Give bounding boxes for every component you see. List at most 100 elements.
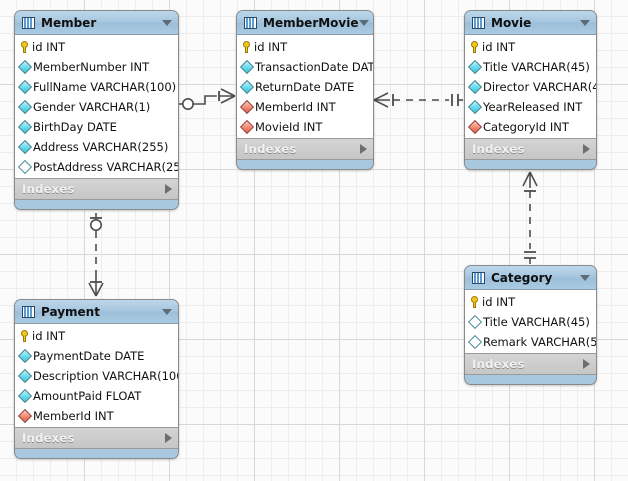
column-row[interactable]: Gender VARCHAR(1) (15, 97, 178, 117)
indexes-label: Indexes (472, 357, 525, 371)
column-row[interactable]: MovieId INT (237, 117, 373, 137)
table-header-category[interactable]: Category (465, 266, 596, 290)
column-label: MemberId INT (255, 100, 336, 114)
entity-table-category[interactable]: Category id INT Title VARCHAR(45) Remark… (464, 265, 597, 385)
column-row[interactable]: id INT (237, 37, 373, 57)
column-label: Address VARCHAR(255) (33, 140, 169, 154)
column-label: PostAddress VARCHAR(255) (33, 160, 179, 174)
hollow-diamond-icon (467, 334, 483, 350)
column-list-member: id INT MemberNumber INT FullName VARCHAR… (15, 35, 178, 179)
column-row[interactable]: Title VARCHAR(45) (465, 57, 596, 77)
indexes-section-category[interactable]: Indexes (465, 354, 596, 375)
column-label: id INT (32, 329, 66, 343)
red-diamond-icon (467, 119, 483, 135)
chevron-right-icon[interactable] (583, 359, 590, 369)
column-row[interactable]: TransactionDate DATE (237, 57, 373, 77)
table-header-membermovie[interactable]: MemberMovie (237, 11, 373, 35)
column-label: MemberId INT (33, 409, 114, 423)
column-list-category: id INT Title VARCHAR(45) Remark VARCHAR(… (465, 290, 596, 354)
red-diamond-icon (239, 119, 255, 135)
column-row[interactable]: ReturnDate DATE (237, 77, 373, 97)
entity-table-membermovie[interactable]: MemberMovie id INT TransactionDate DATE … (236, 10, 374, 170)
table-footer (15, 449, 178, 458)
entity-table-member[interactable]: Member id INT MemberNumber INT FullName … (14, 10, 179, 210)
column-label: BirthDay DATE (33, 120, 117, 134)
column-row[interactable]: id INT (15, 326, 178, 346)
column-row[interactable]: id INT (465, 292, 596, 312)
hollow-diamond-icon (17, 159, 33, 175)
chevron-down-icon[interactable] (580, 19, 590, 26)
column-row[interactable]: PostAddress VARCHAR(255) (15, 157, 178, 177)
column-row[interactable]: id INT (465, 37, 596, 57)
column-row[interactable]: BirthDay DATE (15, 117, 178, 137)
column-list-membermovie: id INT TransactionDate DATE ReturnDate D… (237, 35, 373, 139)
table-header-movie[interactable]: Movie (465, 11, 596, 35)
column-label: id INT (32, 40, 66, 54)
column-label: id INT (254, 40, 288, 54)
relationship-membermovie-movie[interactable] (373, 92, 463, 108)
diamond-icon (17, 139, 33, 155)
chevron-down-icon[interactable] (580, 274, 590, 281)
chevron-right-icon[interactable] (583, 144, 590, 154)
entity-table-movie[interactable]: Movie id INT Title VARCHAR(45) Director … (464, 10, 597, 170)
column-row[interactable]: YearReleased INT (465, 97, 596, 117)
indexes-section-movie[interactable]: Indexes (465, 139, 596, 160)
table-footer (465, 160, 596, 169)
chevron-down-icon[interactable] (162, 19, 172, 26)
column-label: Remark VARCHAR(500) (483, 335, 597, 349)
column-row[interactable]: MemberId INT (15, 406, 178, 426)
indexes-section-payment[interactable]: Indexes (15, 428, 178, 449)
indexes-section-member[interactable]: Indexes (15, 179, 178, 200)
column-row[interactable]: id INT (15, 37, 178, 57)
column-label: Director VARCHAR(45) (483, 80, 596, 94)
column-row[interactable]: FullName VARCHAR(100) (15, 77, 178, 97)
diamond-icon (467, 99, 483, 115)
cardinality-one-and-only-one (524, 251, 536, 259)
column-label: Title VARCHAR(45) (483, 315, 590, 329)
chevron-down-icon[interactable] (162, 308, 172, 315)
chevron-right-icon[interactable] (165, 433, 172, 443)
table-header-payment[interactable]: Payment (15, 300, 178, 324)
column-row[interactable]: MemberId INT (237, 97, 373, 117)
column-row[interactable]: PaymentDate DATE (15, 346, 178, 366)
key-icon (470, 41, 479, 53)
relationship-movie-category[interactable] (522, 171, 538, 264)
column-label: FullName VARCHAR(100) (33, 80, 177, 94)
diamond-icon (239, 79, 255, 95)
column-row[interactable]: Title VARCHAR(45) (465, 312, 596, 332)
chevron-down-icon[interactable] (358, 19, 369, 26)
chevron-right-icon[interactable] (165, 184, 172, 194)
column-row[interactable]: Director VARCHAR(45) (465, 77, 596, 97)
indexes-label: Indexes (244, 142, 297, 156)
table-icon (472, 271, 485, 284)
diamond-icon (17, 368, 33, 384)
table-title: Category (491, 270, 553, 285)
relationship-member-payment[interactable] (88, 213, 104, 297)
chevron-right-icon[interactable] (360, 144, 367, 154)
table-title: MemberMovie (263, 15, 359, 30)
table-header-member[interactable]: Member (15, 11, 178, 35)
table-icon (22, 305, 35, 318)
column-row[interactable]: AmountPaid FLOAT (15, 386, 178, 406)
table-icon (244, 16, 257, 29)
entity-table-payment[interactable]: Payment id INT PaymentDate DATE Descript… (14, 299, 179, 459)
table-footer (237, 160, 373, 169)
key-icon (242, 41, 251, 53)
indexes-label: Indexes (22, 182, 75, 196)
column-row[interactable]: CategoryId INT (465, 117, 596, 137)
key-icon (470, 296, 479, 308)
column-row[interactable]: MemberNumber INT (15, 57, 178, 77)
cardinality-one-and-only-one (451, 94, 459, 106)
column-row[interactable]: Address VARCHAR(255) (15, 137, 178, 157)
indexes-label: Indexes (22, 431, 75, 445)
column-row[interactable]: Description VARCHAR(100) (15, 366, 178, 386)
relationship-member-membermovie[interactable] (179, 88, 236, 111)
indexes-section-membermovie[interactable]: Indexes (237, 139, 373, 160)
diamond-icon (17, 79, 33, 95)
diamond-icon (17, 348, 33, 364)
column-row[interactable]: Remark VARCHAR(500) (465, 332, 596, 352)
key-icon (20, 330, 29, 342)
column-list-movie: id INT Title VARCHAR(45) Director VARCHA… (465, 35, 596, 139)
table-footer (15, 200, 178, 209)
